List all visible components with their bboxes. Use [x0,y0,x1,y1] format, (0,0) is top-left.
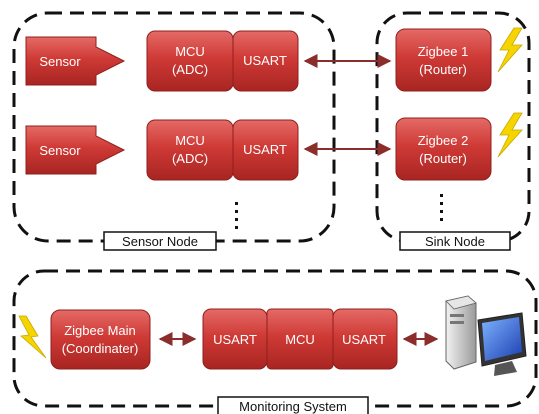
zigbee-router-2: Zigbee 2 (Router) [395,117,492,181]
usart-2-label: USART [243,142,287,157]
monitoring-usart-left: USART [202,308,268,370]
mcu-2-adc-label: (ADC) [172,151,208,166]
usart-1-label: USART [243,53,287,68]
lightning-icon [497,27,523,73]
zigbee-2-label: Zigbee 2 [418,133,469,148]
lightning-icon [18,315,47,359]
sensor-2-label: Sensor [39,143,81,158]
zigbee-1-role-label: (Router) [419,62,467,77]
sensor-1-label: Sensor [39,54,81,69]
monitoring-usart-left-label: USART [213,332,257,347]
monitoring-system-label-text: Monitoring System [239,399,347,414]
zigbee-2-role-label: (Router) [419,151,467,166]
sensor-node-more-dots [235,202,238,229]
sink-node-more-dots [440,194,443,221]
mcu-adc-1: MCU (ADC) [146,30,234,92]
zigbee-main-label: Zigbee Main [64,323,136,338]
sink-node-label: Sink Node [399,231,511,251]
usart-1: USART [232,30,299,92]
monitoring-system-label: Monitoring System [217,396,369,414]
mcu-1-adc-label: (ADC) [172,62,208,77]
monitoring-mcu: MCU [266,308,334,370]
monitoring-mcu-label: MCU [285,332,315,347]
sensor-node-label: Sensor Node [103,231,217,251]
mcu-adc-2: MCU (ADC) [146,119,234,181]
sink-node-label-text: Sink Node [425,234,485,249]
monitoring-usart-right-label: USART [342,332,386,347]
sensor-1: Sensor [25,36,126,86]
zigbee-router-1: Zigbee 1 (Router) [395,28,492,92]
zigbee-main-role-label: (Coordinater) [62,341,139,356]
usart-2: USART [232,119,299,181]
mcu-1-label: MCU [175,44,205,59]
sensor-node-label-text: Sensor Node [122,234,198,249]
mcu-2-label: MCU [175,133,205,148]
sensor-2: Sensor [25,125,126,175]
zigbee-main-coordinator: Zigbee Main (Coordinater) [50,309,151,370]
zigbee-1-label: Zigbee 1 [418,44,469,59]
lightning-icon [497,112,523,158]
monitoring-usart-right: USART [332,308,398,370]
computer-icon [445,295,527,376]
